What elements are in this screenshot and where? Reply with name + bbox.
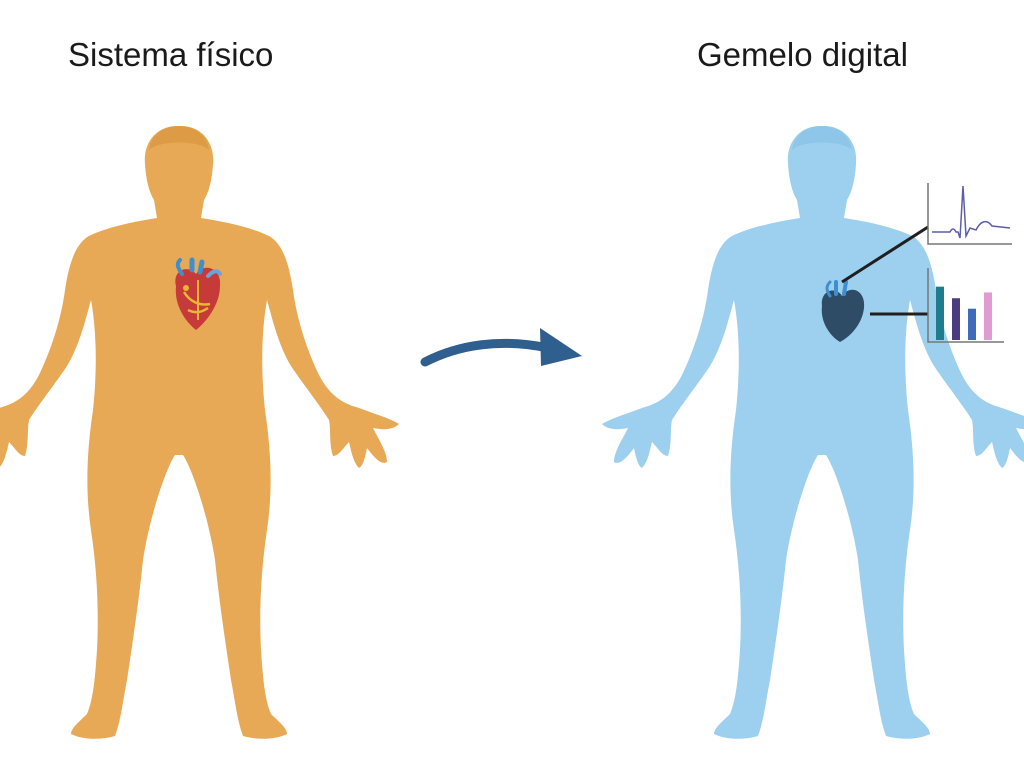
curved-arrow-icon xyxy=(420,328,582,367)
mini-bar xyxy=(952,298,960,340)
mini-bar xyxy=(936,286,944,340)
mini-bar xyxy=(968,308,976,340)
ecg-connector-line xyxy=(841,225,929,284)
physical-body xyxy=(0,126,399,739)
digital-body xyxy=(602,126,1024,739)
mini-bar xyxy=(984,292,992,340)
ecg-chart-icon xyxy=(927,183,1012,245)
physical-system-title: Sistema físico xyxy=(68,36,274,73)
anatomical-heart-icon xyxy=(175,257,222,330)
digital-twin-title: Gemelo digital xyxy=(697,36,908,73)
digital-heart-icon xyxy=(821,280,865,342)
bar-chart-icon xyxy=(927,268,1004,343)
